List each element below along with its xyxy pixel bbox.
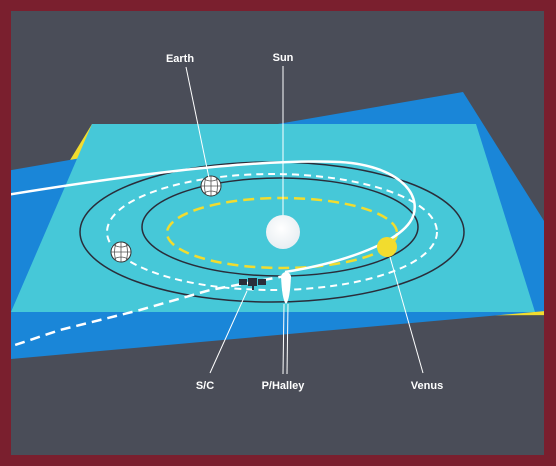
venus-leader-line bbox=[389, 256, 424, 374]
earth-label: Earth bbox=[166, 53, 194, 65]
comet-path-dashed bbox=[11, 274, 286, 348]
halley-label: P/Halley bbox=[262, 380, 306, 392]
ecliptic-plane bbox=[11, 124, 535, 312]
spacecraft-leader-line bbox=[209, 290, 248, 374]
comet-path-solid bbox=[11, 160, 416, 274]
halley-leader-line-2 bbox=[286, 303, 289, 375]
venus-orbit bbox=[165, 196, 399, 270]
halley-leader-line-1 bbox=[282, 303, 285, 375]
sun bbox=[266, 215, 300, 249]
sun-label: Sun bbox=[273, 52, 294, 64]
earth-orbit bbox=[106, 173, 438, 291]
earth-leader-line bbox=[185, 66, 210, 179]
venus-label: Venus bbox=[411, 380, 443, 392]
venus bbox=[377, 237, 397, 257]
halley-comet-icon bbox=[281, 272, 291, 304]
earth-icon-secondary bbox=[110, 241, 132, 263]
earth-icon bbox=[200, 175, 222, 197]
spacecraft-icon bbox=[239, 278, 266, 290]
spacecraft-label: S/C bbox=[196, 380, 214, 392]
